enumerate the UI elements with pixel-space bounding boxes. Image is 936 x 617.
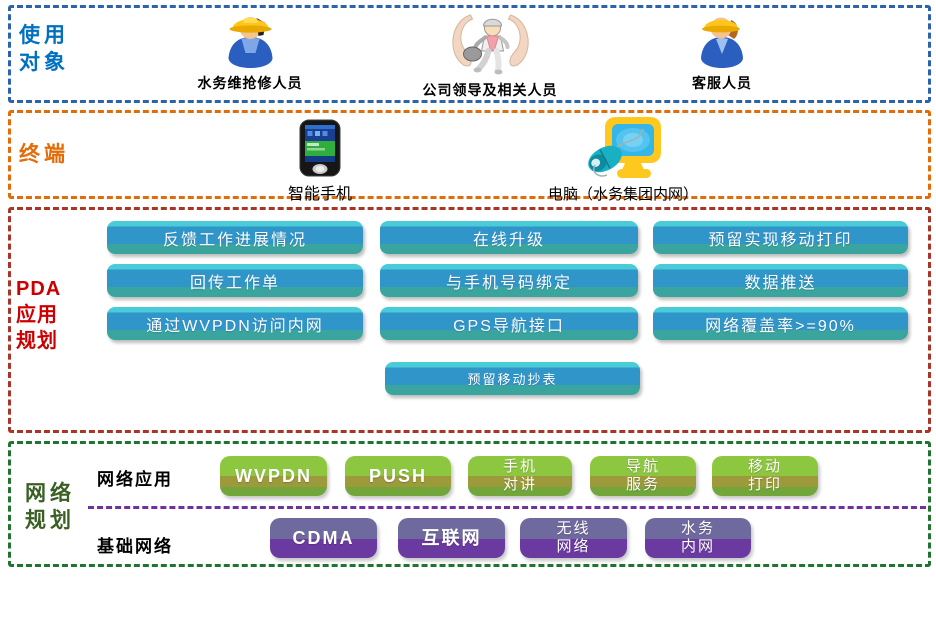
- pda-feature-mobile-meter-reading: 预留移动抄表: [385, 362, 640, 395]
- section-network: 网络 规划 网络应用 WVPDN PUSH 手机 对讲 导航 服务 移动 打印 …: [8, 441, 931, 567]
- section-network-title-line1: 网络: [25, 482, 75, 505]
- figure-customer-service: 客服人员: [692, 10, 752, 93]
- figure-computer-label: 电脑（水务集团内网）: [547, 187, 699, 203]
- network-base-internet: 互联网: [398, 518, 505, 558]
- network-base-wireless-line1: 无线: [556, 520, 591, 537]
- network-base-wireless-line2: 网络: [556, 538, 591, 555]
- pda-feature-data-push: 数据推送: [653, 264, 908, 297]
- network-base-water-intranet-line2: 内网: [680, 538, 715, 555]
- pda-feature-online-upgrade: 在线升级: [380, 221, 638, 254]
- figure-maintenance-staff: 水务维抢修人员: [198, 10, 303, 93]
- network-base-wireless: 无线 网络: [520, 518, 627, 558]
- leader-icon: [451, 14, 529, 75]
- network-app-mobile-print-line2: 打印: [747, 476, 782, 493]
- network-app-phone-intercom-line1: 手机: [502, 458, 537, 475]
- network-app-phone-intercom: 手机 对讲: [468, 456, 572, 496]
- section-users-title-line1: 使用: [19, 24, 69, 47]
- network-base-row-label: 基础网络: [97, 537, 173, 556]
- section-network-title-line2: 规划: [25, 509, 75, 532]
- section-users-title-line2: 对象: [19, 51, 69, 74]
- pda-feature-feedback-progress: 反馈工作进展情况: [107, 221, 363, 254]
- network-base-water-intranet: 水务 内网: [645, 518, 751, 558]
- pda-feature-return-worksheet: 回传工作单: [107, 264, 363, 297]
- network-app-mobile-print-line1: 移动: [747, 458, 782, 475]
- network-base-cdma: CDMA: [270, 518, 377, 558]
- figure-computer: 电脑（水务集团内网）: [548, 117, 698, 204]
- smartphone-icon: [299, 119, 341, 177]
- figure-company-leaders: 公司领导及相关人员: [423, 11, 558, 100]
- figure-smartphone: 智能手机: [288, 119, 352, 204]
- pda-feature-network-coverage: 网络覆盖率>=90%: [653, 307, 908, 340]
- figure-company-leaders-label: 公司领导及相关人员: [422, 84, 558, 99]
- section-pda-title-line2: 应用: [16, 304, 58, 326]
- network-app-mobile-print: 移动 打印: [712, 456, 818, 496]
- network-app-wvpdn: WVPDN: [220, 456, 327, 496]
- figure-smartphone-label: 智能手机: [287, 186, 353, 203]
- section-pda: PDA 应用 规划 反馈工作进展情况 在线升级 预留实现移动打印 回传工作单 与…: [8, 207, 931, 433]
- support-agent-icon: [701, 17, 743, 68]
- section-network-title: 网络 规划: [25, 480, 75, 534]
- section-pda-title: PDA 应用 规划: [16, 276, 61, 354]
- section-pda-title-line1: PDA: [16, 278, 62, 300]
- network-app-phone-intercom-line2: 对讲: [502, 476, 537, 493]
- figure-maintenance-staff-label: 水务维抢修人员: [197, 77, 303, 92]
- section-pda-title-line3: 规划: [16, 330, 58, 352]
- section-terminals-title: 终端: [19, 143, 69, 166]
- network-app-navigation-service-line1: 导航: [625, 458, 660, 475]
- network-app-push: PUSH: [345, 456, 451, 496]
- pda-feature-wvpdn-intranet: 通过WVPDN访问内网: [107, 307, 363, 340]
- section-users-title: 使用 对象: [19, 22, 69, 76]
- network-app-push-label: PUSH: [368, 466, 427, 486]
- figure-customer-service-label: 客服人员: [692, 77, 752, 92]
- network-rows-divider: [88, 506, 926, 509]
- section-terminals: 终端 智能手机: [8, 110, 931, 203]
- network-base-cdma-label: CDMA: [292, 528, 355, 548]
- network-app-navigation-service-line2: 服务: [625, 476, 660, 493]
- section-users: 使用 对象 水务维抢修人员: [8, 5, 931, 103]
- network-app-wvpdn-label: WVPDN: [235, 466, 312, 486]
- network-app-navigation-service: 导航 服务: [590, 456, 696, 496]
- network-app-row-label: 网络应用: [97, 470, 173, 489]
- pda-feature-mobile-print-reserved: 预留实现移动打印: [653, 221, 908, 254]
- pda-feature-gps-interface: GPS导航接口: [380, 307, 638, 340]
- network-base-water-intranet-line1: 水务: [680, 520, 715, 537]
- worker-icon: [228, 17, 272, 68]
- computer-icon: [588, 117, 661, 178]
- pda-feature-bind-phone-number: 与手机号码绑定: [380, 264, 638, 297]
- network-base-internet-label: 互联网: [421, 528, 482, 548]
